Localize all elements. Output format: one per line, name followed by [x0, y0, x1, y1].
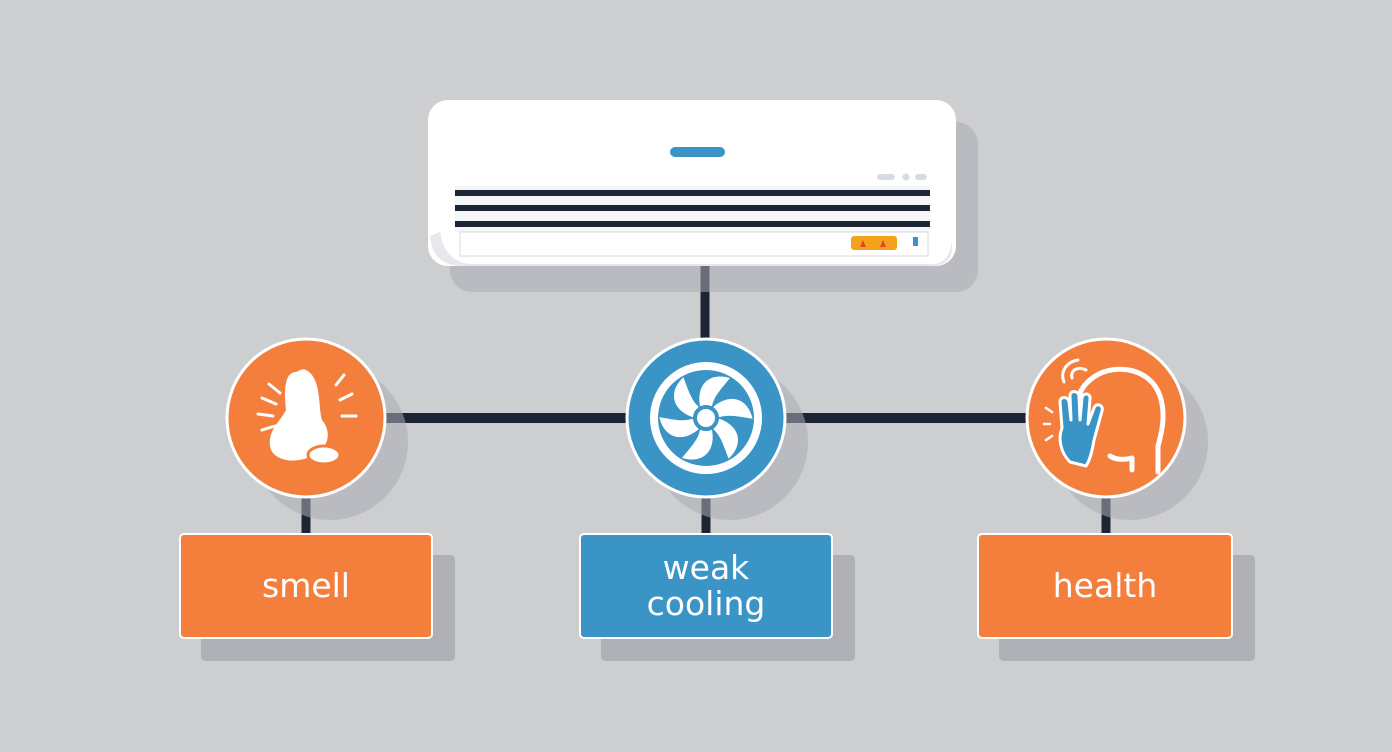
label-health-line-1: health: [1052, 566, 1158, 605]
label-weak-cooling-line-1: weak: [662, 548, 750, 587]
node-smell: [225, 337, 408, 520]
label-weak-cooling-line-2: cooling: [646, 584, 766, 623]
label-box-smell: smell: [179, 533, 433, 639]
unit-status-panel: [851, 236, 897, 250]
label-smell-line-1: smell: [262, 566, 350, 605]
node-health: [1025, 337, 1208, 520]
unit-vents: [455, 186, 930, 257]
label-box-health: health: [977, 533, 1233, 639]
hand-icon: [1058, 390, 1104, 468]
fan-icon: [650, 362, 762, 474]
air-conditioner-icon: [428, 100, 978, 292]
node-weak-cooling: [625, 337, 808, 520]
unit-indicator-light: [670, 147, 725, 157]
sneezing-person-icon: [1042, 358, 1166, 475]
label-box-weak-cooling: weak cooling: [579, 533, 833, 639]
nose-icon: [256, 369, 358, 466]
